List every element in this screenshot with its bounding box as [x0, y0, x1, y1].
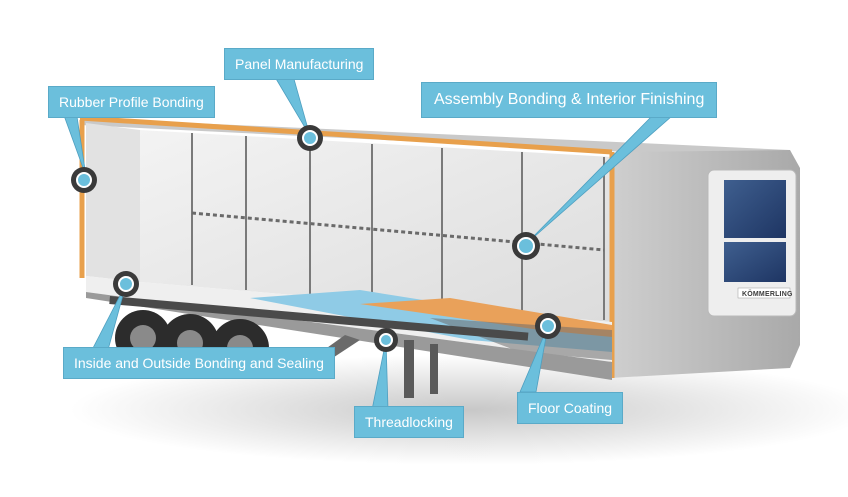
callout-assembly-bonding: Assembly Bonding & Interior Finishing	[421, 82, 718, 118]
marker-inside-outside-bonding	[113, 271, 139, 297]
landing-gear-2	[430, 344, 438, 394]
underbody	[86, 292, 612, 380]
marker-panel-manufacturing	[297, 125, 323, 151]
panel-edge-top	[79, 115, 613, 155]
callout-inside-outside-bonding: Inside and Outside Bonding and Sealing	[63, 347, 335, 379]
wall-posts	[191, 133, 605, 320]
marker-threadlocking	[374, 328, 398, 352]
cooling-unit-badge	[737, 287, 791, 299]
marker-assembly-bonding	[512, 232, 540, 260]
callout-floor-coating: Floor Coating	[517, 392, 624, 424]
cooling-unit-grille-top	[724, 180, 786, 238]
chassis-beam	[109, 296, 529, 341]
callout-threadlocking: Threadlocking	[354, 406, 464, 438]
callout-pointers	[61, 71, 674, 411]
cooling-unit-grille-bottom	[724, 242, 786, 282]
interior-left-side	[86, 123, 140, 282]
target-markers	[71, 125, 561, 352]
marker-rubber-profile	[71, 167, 97, 193]
marker-floor-coating	[535, 313, 561, 339]
callout-rubber-profile-bonding: Rubber Profile Bonding	[48, 86, 215, 118]
landing-gear	[404, 340, 414, 398]
brand-label: KÖMMERLING	[742, 291, 793, 298]
callout-panel-manufacturing: Panel Manufacturing	[224, 48, 375, 80]
interior-far-wall	[140, 130, 612, 322]
